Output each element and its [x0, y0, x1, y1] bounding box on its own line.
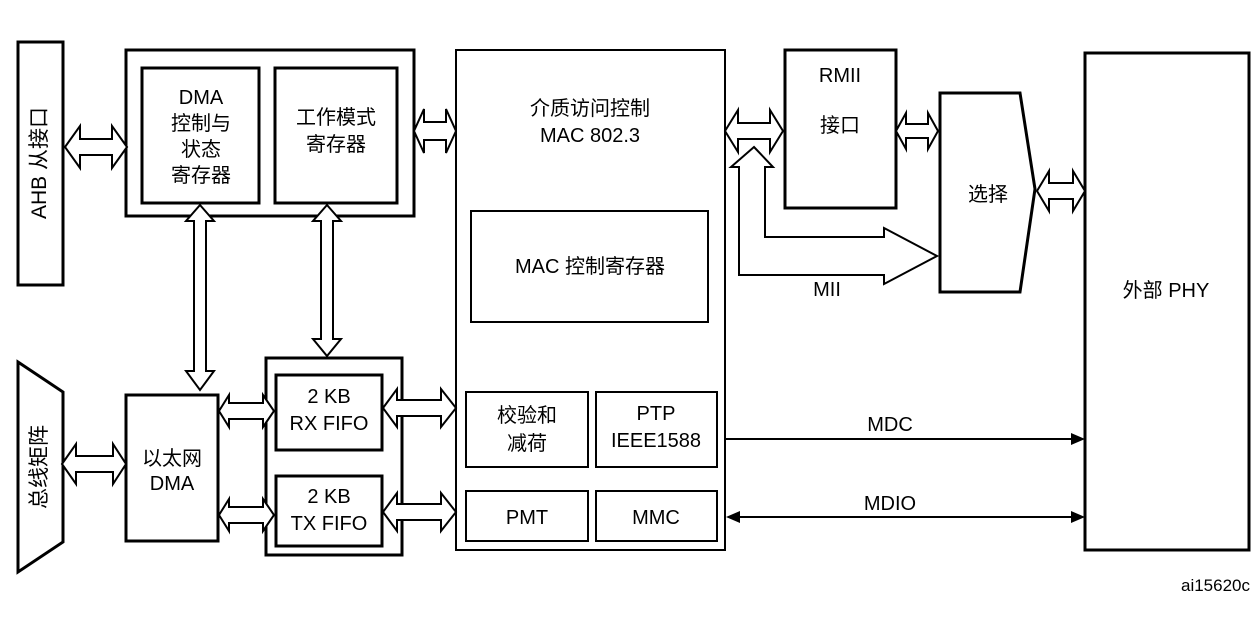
- select-mux-shape: [938, 91, 1037, 294]
- external-phy-label: 外部 PHY: [1123, 279, 1210, 302]
- mac-title-line-1: 介质访问控制: [530, 97, 650, 120]
- rx-fifo-box: [274, 373, 384, 452]
- bus-matrix: 总线矩阵: [16, 359, 65, 575]
- dma-csr-line-3: 状态: [181, 138, 221, 161]
- rx-fifo-to-mac-double-arrow: [381, 385, 458, 431]
- mac-core: 介质访问控制 MAC 802.3 MAC 控制寄存器 校验和 减荷 PTP IE…: [455, 49, 726, 551]
- mdc-label: MDC: [867, 414, 913, 436]
- rx-fifo: 2 KB RX FIFO: [274, 373, 384, 452]
- ethernet-dma: 以太网 DMA: [124, 393, 220, 543]
- dma-csr-line-2: 控制与: [171, 112, 231, 135]
- ahb-slave-interface-label: AHB 从接口: [28, 107, 51, 219]
- csr-to-dma-double-arrow: [183, 203, 217, 392]
- mdio-label: MDIO: [864, 493, 916, 515]
- mdc-line: MDC: [725, 414, 1085, 445]
- rmii-interface-box: [783, 48, 898, 210]
- checksum-offload-line-2: 减荷: [507, 432, 547, 455]
- ethernet-dma-line-2: DMA: [150, 473, 195, 495]
- tx-fifo-line-1: 2 KB: [307, 486, 350, 508]
- dma-to-tx-fifo-double-arrow: [217, 495, 276, 535]
- bus-matrix-to-dma-double-arrow: [60, 440, 128, 488]
- rx-fifo-line-2: RX FIFO: [290, 413, 369, 435]
- bus-matrix-label: 总线矩阵: [28, 425, 51, 509]
- ethernet-dma-box: [124, 393, 220, 543]
- ptp-line-2: IEEE1588: [611, 430, 701, 452]
- mii-label: MII: [813, 279, 841, 301]
- external-phy-box: [1083, 51, 1251, 552]
- operation-mode-register-box: [273, 66, 399, 205]
- mdc-arrowhead: [1071, 433, 1085, 445]
- rmii-line-1: RMII: [819, 65, 861, 87]
- rx-fifo-line-1: 2 KB: [307, 386, 350, 408]
- figure-id: ai15620c: [1181, 576, 1251, 595]
- mode-reg-line-1: 工作模式: [296, 106, 376, 129]
- pmt-label: PMT: [506, 507, 548, 529]
- tx-fifo-box: [274, 474, 384, 548]
- mmc-label: MMC: [632, 507, 680, 529]
- mac-control-register-box: [470, 210, 709, 323]
- bus-matrix-shape: [16, 359, 65, 575]
- checksum-offload-box: [465, 391, 589, 468]
- external-phy: 外部 PHY: [1083, 51, 1251, 552]
- mdio-arrowhead-right: [1071, 511, 1085, 523]
- mode-reg-line-2: 寄存器: [306, 133, 366, 156]
- ahb-slave-interface: AHB 从接口: [16, 40, 65, 287]
- mdio-arrowhead-left: [726, 511, 740, 523]
- mac-to-rmii-double-arrow: [723, 106, 785, 156]
- rmii-interface: RMII 接口: [783, 48, 898, 210]
- select-to-phy-double-arrow: [1035, 167, 1087, 215]
- mac-control-register-label: MAC 控制寄存器: [515, 255, 665, 278]
- registers-to-mac-double-arrow: [412, 108, 458, 154]
- mode-reg-to-fifo-double-arrow: [310, 203, 344, 358]
- mdio-line: MDIO: [726, 493, 1085, 523]
- ahb-slave-interface-box: [16, 40, 65, 287]
- checksum-offload-line-1: 校验和: [497, 404, 557, 427]
- mmc-box: [595, 490, 718, 542]
- ethernet-dma-line-1: 以太网: [142, 447, 202, 470]
- operation-mode-register: 工作模式 寄存器: [273, 66, 399, 205]
- tx-fifo: 2 KB TX FIFO: [274, 474, 384, 548]
- dma-csr-line-1: DMA: [179, 87, 224, 109]
- dma-to-rx-fifo-double-arrow: [217, 391, 276, 431]
- ahb-to-registers-double-arrow: [63, 122, 129, 172]
- dma-control-status-registers-box: [140, 66, 261, 205]
- rmii-line-2: 接口: [820, 114, 860, 137]
- pmt-box: [465, 490, 589, 542]
- ptp-line-1: PTP: [637, 403, 676, 425]
- tx-fifo-line-2: TX FIFO: [291, 513, 368, 535]
- select-mux: 选择: [938, 91, 1037, 294]
- tx-fifo-to-mac-double-arrow: [381, 489, 458, 535]
- ptp-box: [595, 391, 718, 468]
- mac-title-line-2: MAC 802.3: [540, 125, 640, 147]
- mii-arrow: [728, 145, 940, 286]
- dma-csr-line-4: 寄存器: [171, 164, 231, 187]
- rmii-to-select-double-arrow: [894, 109, 940, 153]
- select-mux-label: 选择: [968, 183, 1008, 206]
- dma-control-status-registers: DMA 控制与 状态 寄存器: [140, 66, 261, 205]
